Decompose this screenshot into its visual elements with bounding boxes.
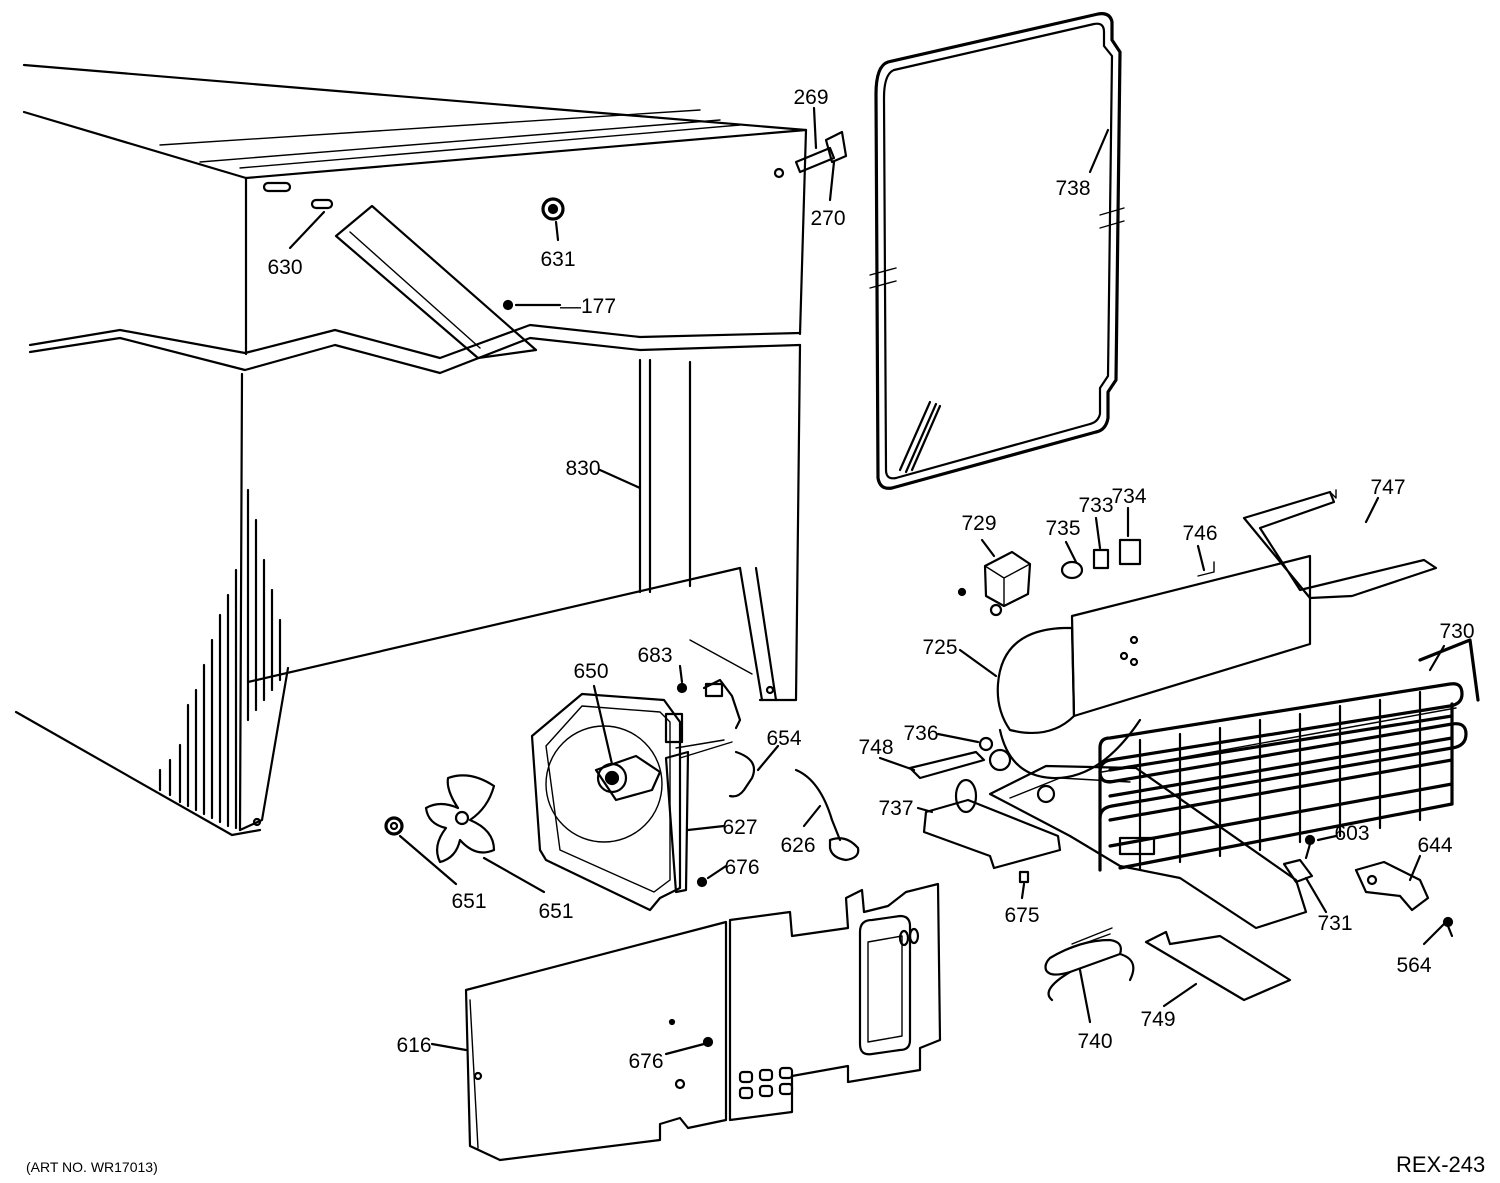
label-738: 738 — [1055, 177, 1090, 200]
label-730: 730 — [1439, 620, 1474, 643]
label-270: 270 — [810, 207, 845, 230]
diagram-code: REX-243 — [1396, 1152, 1485, 1177]
label-651-nut: 651 — [451, 890, 486, 913]
label-736: 736 — [903, 722, 938, 745]
leader-lines — [288, 106, 1446, 1056]
label-749: 749 — [1140, 1008, 1175, 1031]
label-676-panel: 676 — [628, 1050, 663, 1073]
fan-assembly — [384, 678, 860, 912]
label-675: 675 — [1004, 904, 1039, 927]
label-733: 733 — [1078, 494, 1113, 517]
condenser-coil — [1098, 638, 1480, 872]
label-644: 644 — [1417, 834, 1452, 857]
label-630: 630 — [267, 256, 302, 279]
part-labels: 269 270 738 630 631 —177 830 729 735 733… — [267, 86, 1474, 1073]
label-177: —177 — [560, 295, 616, 318]
label-631: 631 — [540, 248, 575, 271]
compressor-assembly — [908, 489, 1480, 1002]
label-830: 830 — [565, 457, 600, 480]
label-737: 737 — [878, 797, 913, 820]
label-626: 626 — [780, 834, 815, 857]
label-734: 734 — [1111, 485, 1146, 508]
label-654: 654 — [766, 727, 801, 750]
label-650: 650 — [573, 660, 608, 683]
label-731: 731 — [1317, 912, 1352, 935]
access-panel — [464, 882, 942, 1162]
label-747: 747 — [1370, 476, 1405, 499]
cabinet — [14, 63, 848, 837]
label-748: 748 — [858, 736, 893, 759]
label-676-fan: 676 — [724, 856, 759, 879]
label-725: 725 — [922, 636, 957, 659]
label-269: 269 — [793, 86, 828, 109]
label-616: 616 — [396, 1034, 431, 1057]
label-603: 603 — [1334, 822, 1369, 845]
label-683: 683 — [637, 644, 672, 667]
art-number: (ART NO. WR17013) — [26, 1159, 158, 1175]
label-746: 746 — [1182, 522, 1217, 545]
door-gasket — [869, 12, 1125, 490]
label-735: 735 — [1045, 517, 1080, 540]
label-627: 627 — [722, 816, 757, 839]
label-729: 729 — [961, 512, 996, 535]
label-740: 740 — [1077, 1030, 1112, 1053]
label-651-blade: 651 — [538, 900, 573, 923]
label-564: 564 — [1396, 954, 1431, 977]
